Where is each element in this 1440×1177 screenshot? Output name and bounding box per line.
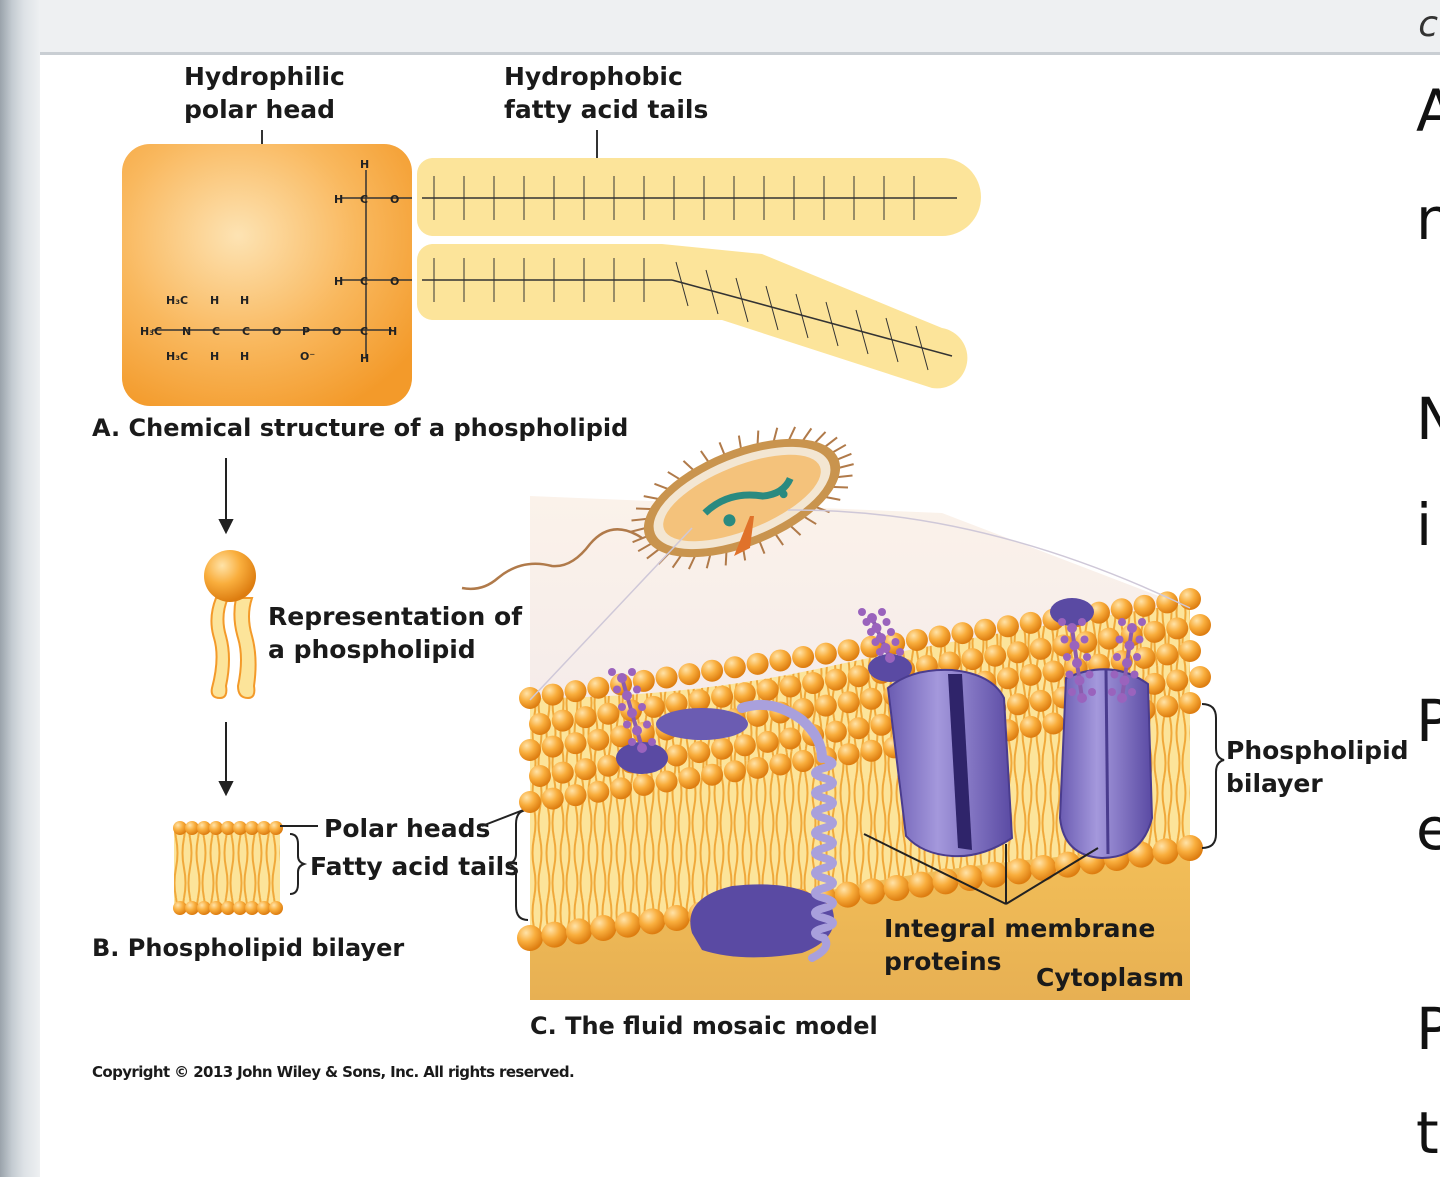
- svg-text:H: H: [388, 325, 397, 338]
- svg-text:O: O: [390, 275, 399, 288]
- cytoplasm-label: Cytoplasm: [1036, 963, 1185, 992]
- right-text-fragment: A: [1416, 77, 1440, 145]
- svg-text:O: O: [390, 193, 399, 206]
- svg-text:O: O: [332, 325, 341, 338]
- flow-arrows: [218, 458, 234, 797]
- svg-text:H₃C: H₃C: [166, 350, 188, 363]
- channel-protein-1: [886, 668, 1014, 858]
- polar-heads-label: Polar heads: [324, 814, 491, 843]
- right-text-fragment: t: [1416, 1099, 1439, 1167]
- fatty-tail-2: [416, 244, 968, 389]
- right-text-fragment: N: [1416, 385, 1440, 453]
- protein-pointers: [863, 833, 1099, 905]
- fatty-tails-brace: [507, 809, 529, 921]
- fatty-tail-1: [416, 158, 981, 236]
- svg-text:H₃C: H₃C: [166, 294, 188, 307]
- svg-text:H: H: [360, 158, 369, 171]
- caption-b: B. Phospholipid bilayer: [92, 934, 405, 962]
- svg-text:N: N: [182, 325, 191, 338]
- hydrophilic-label: Hydrophilic polar head: [184, 62, 345, 124]
- bilayer-label: Phospholipid bilayer: [1226, 736, 1409, 798]
- copyright-text: Copyright © 2013 John Wiley & Sons, Inc.…: [92, 1063, 575, 1081]
- phospholipid-figure: Hydrophilic polar head Hydrophobic fatty…: [82, 58, 1412, 1088]
- svg-text:H: H: [334, 275, 343, 288]
- svg-text:H: H: [360, 352, 369, 365]
- caption-a: A. Chemical structure of a phospholipid: [92, 414, 629, 442]
- svg-text:C: C: [242, 325, 250, 338]
- svg-text:H: H: [210, 350, 219, 363]
- caption-c: C. The fluid mosaic model: [530, 1012, 878, 1040]
- svg-text:O: O: [272, 325, 281, 338]
- representation-label: Representation of a phospholipid: [268, 602, 523, 664]
- hydrophobic-label: Hydrophobic fatty acid tails: [504, 62, 709, 124]
- svg-text:O⁻: O⁻: [300, 350, 315, 363]
- fluid-mosaic-panel: [517, 496, 1211, 1000]
- hydrocarbon-chain-2: [433, 258, 929, 371]
- svg-text:C: C: [360, 325, 368, 338]
- peripheral-protein: [690, 884, 834, 958]
- svg-text:H: H: [334, 193, 343, 206]
- svg-text:C: C: [360, 193, 368, 206]
- svg-text:C: C: [212, 325, 220, 338]
- phospholipid-bilayer-brace: [1201, 703, 1225, 849]
- svg-text:H: H: [240, 294, 249, 307]
- small-bilayer-brace: [289, 833, 308, 895]
- svg-text:P: P: [302, 325, 310, 338]
- small-bilayer: [173, 821, 283, 915]
- peripheral-protein-upper: [616, 742, 668, 774]
- svg-text:H₃C: H₃C: [140, 325, 162, 338]
- glycolipid-chains: [608, 608, 1146, 753]
- head-formula: H H C O H C O H₃C H₃C H₃C N C C O P O⁻ O…: [140, 158, 399, 365]
- right-text-fragment: i: [1416, 491, 1433, 559]
- hydrocarbon-chain-1: [433, 176, 915, 220]
- figure-graphic: H H C O H C O H₃C H₃C H₃C N C C O P O⁻ O…: [122, 130, 1225, 1000]
- right-text-fragment: P: [1416, 687, 1440, 755]
- top-toolbar: c: [40, 0, 1440, 55]
- window-left-edge: [0, 0, 41, 1177]
- top-text-fragment: c: [1418, 4, 1438, 45]
- integral-proteins-label: Integral membrane proteins: [884, 914, 1156, 976]
- right-text-fragment: P: [1416, 995, 1440, 1063]
- svg-text:H: H: [210, 294, 219, 307]
- svg-text:C: C: [360, 275, 368, 288]
- glycerol-backbone: [152, 170, 957, 358]
- right-text-fragment: e: [1416, 795, 1440, 863]
- helix-protein: [737, 699, 827, 763]
- phospholipid-icon: [204, 550, 257, 700]
- svg-text:H: H: [240, 350, 249, 363]
- polar-head-box: [122, 144, 412, 406]
- fatty-acid-tails-label: Fatty acid tails: [310, 852, 520, 881]
- flagellum: [461, 528, 643, 591]
- right-text-fragment: n: [1416, 185, 1440, 253]
